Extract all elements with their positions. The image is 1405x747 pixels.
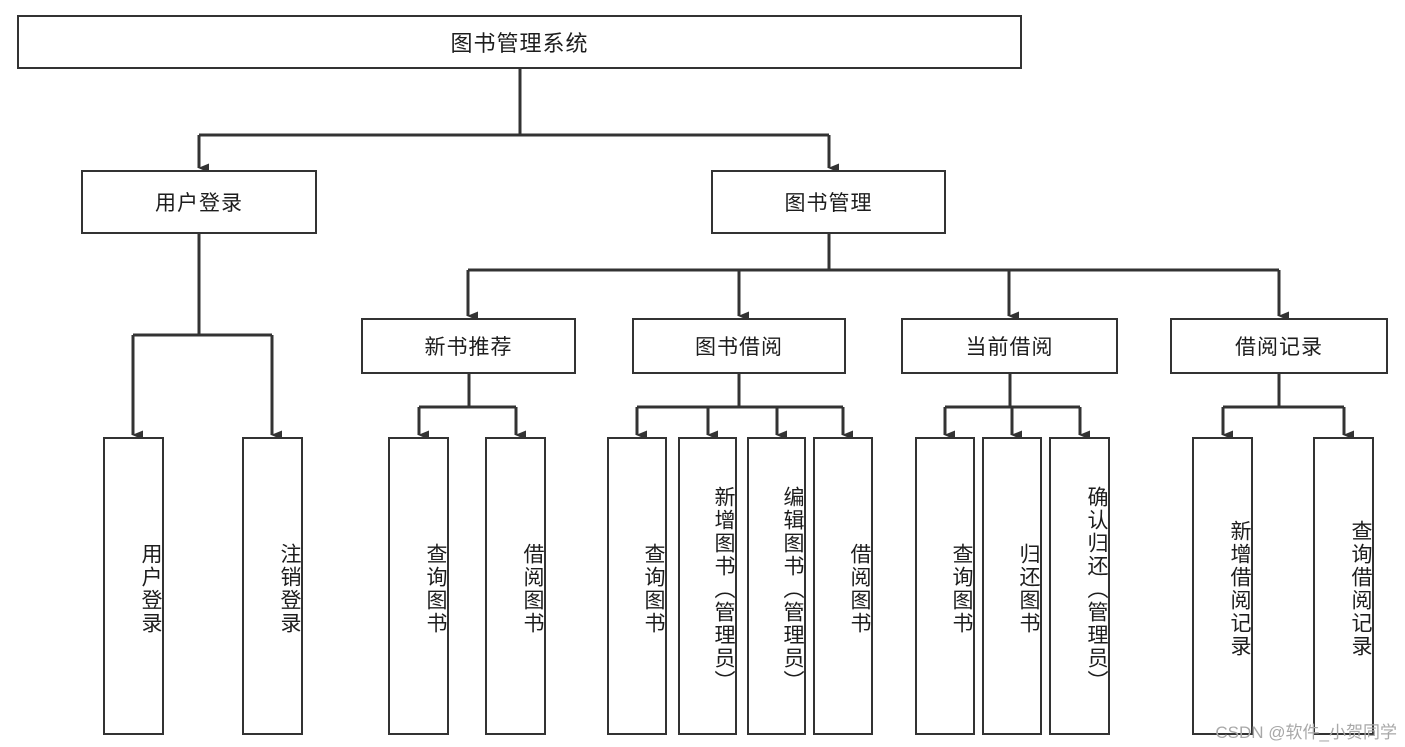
node-borrow-book-1[interactable]: 借阅图书 <box>485 437 546 735</box>
node-query-borrow-record[interactable]: 查询借阅记录 <box>1313 437 1374 735</box>
node-query-book-1[interactable]: 查询图书 <box>388 437 449 735</box>
node-borrow-book-2[interactable]: 借阅图书 <box>813 437 873 735</box>
node-book-borrow[interactable]: 图书借阅 <box>632 318 846 374</box>
node-query-book-3[interactable]: 查询图书 <box>915 437 975 735</box>
node-current-borrow[interactable]: 当前借阅 <box>901 318 1118 374</box>
node-query-book-2[interactable]: 查询图书 <box>607 437 667 735</box>
node-user-login-do[interactable]: 用户登录 <box>103 437 164 735</box>
node-add-borrow-record[interactable]: 新增借阅记录 <box>1192 437 1253 735</box>
node-book-manage[interactable]: 图书管理 <box>711 170 946 234</box>
node-add-book-admin[interactable]: 新增图书（管理员） <box>678 437 737 735</box>
node-new-book-recommend[interactable]: 新书推荐 <box>361 318 576 374</box>
node-root-system[interactable]: 图书管理系统 <box>17 15 1022 69</box>
node-return-book[interactable]: 归还图书 <box>982 437 1042 735</box>
connector-group <box>131 69 1354 440</box>
node-edit-book-admin[interactable]: 编辑图书（管理员） <box>747 437 806 735</box>
node-user-login[interactable]: 用户登录 <box>81 170 317 234</box>
node-borrow-records[interactable]: 借阅记录 <box>1170 318 1388 374</box>
csdn-watermark: CSDN @软件_小贺同学 <box>1215 723 1397 742</box>
node-user-logout[interactable]: 注销登录 <box>242 437 303 735</box>
node-confirm-return-admin[interactable]: 确认归还（管理员） <box>1049 437 1110 735</box>
